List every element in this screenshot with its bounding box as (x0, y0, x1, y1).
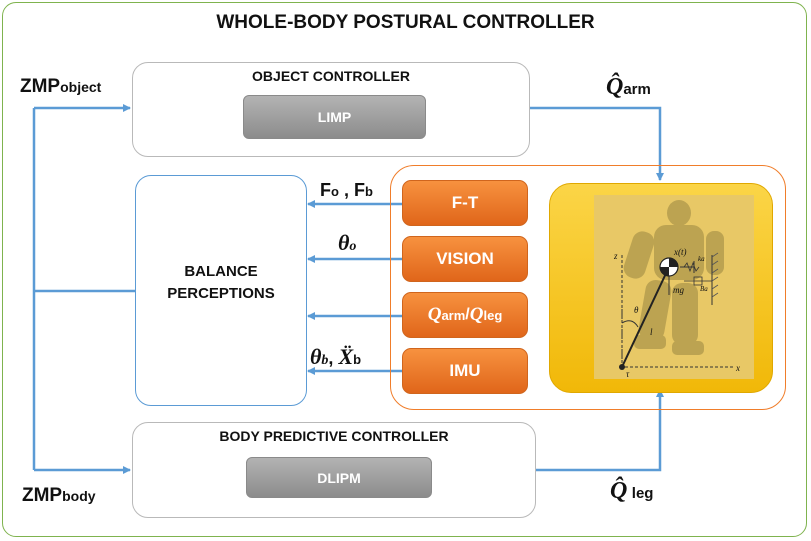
xdd-sub: b (353, 352, 362, 367)
xdd-symbol: Ẍ (338, 344, 354, 369)
diagram-title: WHOLE-BODY POSTURAL CONTROLLER (216, 12, 595, 33)
limp-block: LIMP (243, 95, 426, 139)
q-arm-hat-label: Q̂arm (606, 74, 651, 101)
balance-perceptions-label: BALANCE PERCEPTIONS (135, 261, 307, 305)
zmp-body-main: ZMP (22, 485, 63, 506)
q-leg-symbol: Q (469, 304, 484, 325)
balance-line2: PERCEPTIONS (167, 285, 275, 302)
body-controller-label: BODY PREDICTIVE CONTROLLER (219, 428, 449, 444)
zmp-body-sub: body (62, 488, 96, 504)
theta-b-symbol: θ (310, 344, 322, 369)
theta-o-symbol: θ (338, 230, 350, 255)
robot-model-image: z x(t) ka Ba mg θ l τ x (594, 195, 754, 379)
model-label-ka: ka (698, 255, 705, 263)
q-arm-symbol: Q (427, 304, 442, 325)
q-leg-hat-sub: leg (631, 485, 654, 502)
q-leg-subscript: leg (483, 307, 503, 323)
theta-o-label: θo (338, 230, 356, 256)
model-label-tau: τ (626, 369, 630, 379)
q-leg-hat-symbol: Q̂ (610, 478, 628, 504)
fo-sub: o (331, 184, 339, 199)
robot-sensor-enclosure (390, 165, 786, 410)
q-leg-hat-arrow (536, 389, 664, 472)
ft-sensor-block: F-T (402, 180, 528, 226)
imu-signal-label: θb, Ẍb (310, 344, 361, 370)
fb-sep: , F (338, 180, 365, 200)
balance-perceptions-box (135, 175, 307, 406)
q-slash: / (465, 306, 470, 323)
model-label-xt: x(t) (673, 247, 687, 257)
q-arm-hat-sub: arm (623, 81, 651, 98)
zmp-object-sub: object (60, 79, 102, 95)
object-controller-label: OBJECT CONTROLLER (252, 68, 410, 84)
vision-sensor-block: VISION (402, 236, 528, 282)
q-leg-hat-label: Q̂ leg (610, 478, 653, 505)
model-label-mg: mg (673, 285, 684, 295)
model-label-z: z (613, 251, 618, 261)
fo-main: F (320, 180, 331, 200)
dlipm-block: DLIPM (246, 457, 432, 498)
model-label-theta: θ (634, 305, 639, 315)
imu-sensor-block: IMU (402, 348, 528, 394)
fb-sub: b (364, 184, 373, 199)
zmp-body-label: ZMPbody (22, 485, 96, 507)
q-arm-hat-arrow (530, 106, 664, 181)
model-label-l: l (650, 327, 653, 337)
theta-o-sub: o (349, 239, 357, 254)
q-arm-hat-symbol: Q̂ (606, 74, 624, 100)
model-label-ba: Ba (700, 285, 708, 293)
xdd-sep: , (328, 348, 339, 368)
balance-line1: BALANCE (184, 263, 258, 280)
force-label: Fo , Fb (320, 180, 373, 201)
zmp-object-main: ZMP (20, 76, 61, 97)
zmp-object-label: ZMPobject (20, 76, 101, 98)
q-arm-subscript: arm (441, 307, 466, 323)
theta-b-sub: b (321, 353, 329, 368)
model-label-x: x (735, 363, 740, 373)
